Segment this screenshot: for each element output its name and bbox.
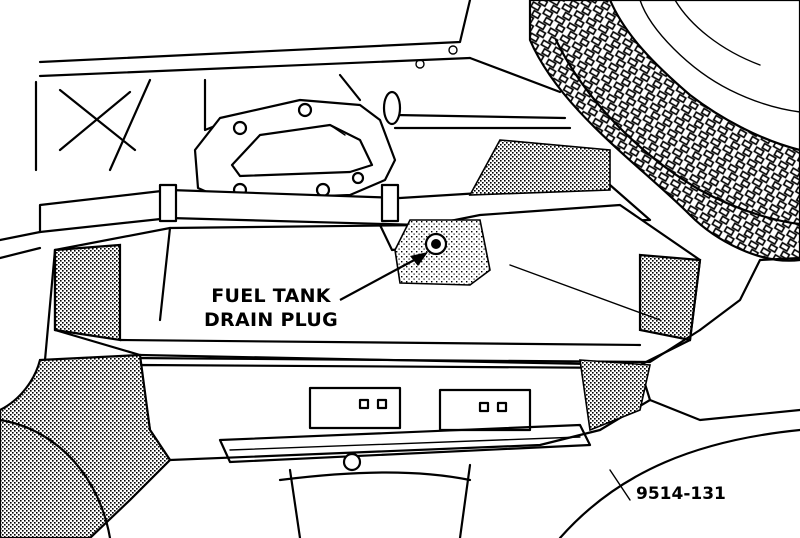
figure-id: 9514-131 [636,484,726,504]
callout-line-1: FUEL TANK [211,285,331,307]
left-body-panel [0,248,172,538]
upper-body-structure [34,0,562,172]
lower-tank-and-straps [138,359,652,538]
callout-leader-arrow [339,252,428,301]
spare-tire [528,0,800,262]
right-quarter-panel [558,256,800,538]
drain-plug-callout: FUEL TANK DRAIN PLUG [196,284,346,332]
fuel-tank [53,139,702,367]
drain-plug [394,219,491,286]
callout-line-2: DRAIN PLUG [203,309,339,331]
